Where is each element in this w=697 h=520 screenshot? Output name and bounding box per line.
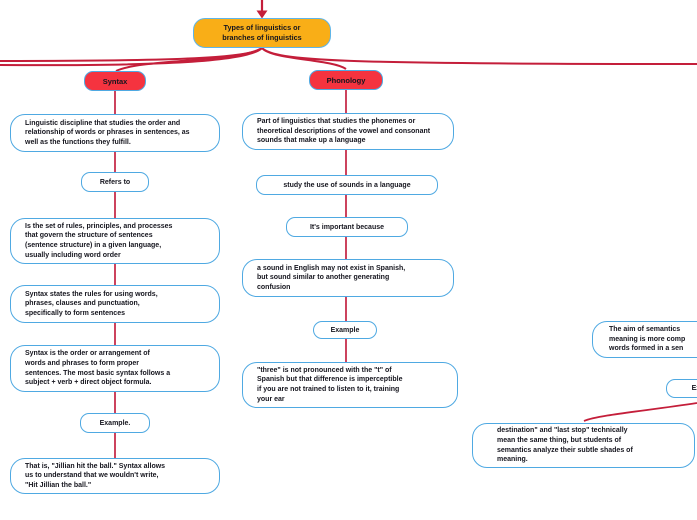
text-line: a sound in English may not exist in Span… xyxy=(257,264,406,272)
text-line: theoretical descriptions of the vowel an… xyxy=(257,127,431,135)
text-line: "three" is not pronounced with the "t" o… xyxy=(257,366,392,374)
text-line: sentences. The most basic syntax follows… xyxy=(25,369,171,377)
text-line: specifically to form sentences xyxy=(25,309,125,317)
node-phonology-example[interactable]: Example xyxy=(313,321,377,339)
pill-label: It's important because xyxy=(309,223,385,231)
text-line: if you are not trained to listen to it, … xyxy=(257,386,400,393)
connector-right-offscreen xyxy=(261,47,697,65)
text-line: confusion xyxy=(257,283,291,291)
node-branch-phonology[interactable]: Phonology xyxy=(309,70,383,90)
node-syntax-states-rules[interactable]: Syntax states the rules for using words,… xyxy=(10,285,220,323)
arrowhead-down-icon xyxy=(256,10,268,19)
text-line: The aim of semantics xyxy=(609,326,681,334)
pill-label: study the use of sounds in a language xyxy=(283,181,411,189)
pill-label: Example. xyxy=(99,419,131,427)
text-line: your ear xyxy=(257,395,285,403)
branch-label: Phonology xyxy=(326,75,366,85)
text-line: semantics analyze their subtle shades of xyxy=(497,446,633,454)
text-line: relationship of words or phrases in sent… xyxy=(25,129,190,137)
node-phonology-sound-spanish[interactable]: a sound in English may not exist in Span… xyxy=(242,259,454,297)
node-phonology-definition[interactable]: Part of linguistics that studies the pho… xyxy=(242,113,454,150)
text-line: that govern the structure of sentences xyxy=(25,232,153,240)
node-semantics-example[interactable]: Example xyxy=(666,379,697,398)
text-line: Is the set of rules, principles, and pro… xyxy=(25,222,173,230)
node-phonology-use-of-sounds[interactable]: study the use of sounds in a language xyxy=(256,175,438,195)
text-line: words and phrases to form proper xyxy=(25,359,139,367)
text-line: Linguistic discipline that studies the o… xyxy=(25,119,181,127)
pill-label: Refers to xyxy=(99,178,131,186)
node-syntax-order-arrangement[interactable]: Syntax is the order or arrangement of wo… xyxy=(10,345,220,392)
text-line: Spanish but that difference is impercept… xyxy=(257,376,403,384)
connector-left-offscreen-2 xyxy=(0,47,263,67)
text-line: mean the same thing, but students of xyxy=(497,436,622,444)
node-syntax-example[interactable]: Example. xyxy=(80,413,150,433)
pill-label: Example xyxy=(330,326,360,334)
text-line: meaning is more comp xyxy=(609,335,686,343)
node-syntax-rules[interactable]: Is the set of rules, principles, and pro… xyxy=(10,218,220,264)
text-line: destination" and "last stop" technically xyxy=(497,427,628,435)
node-phonology-important-because[interactable]: It's important because xyxy=(286,217,408,237)
text-line: words formed in a sen xyxy=(609,345,684,353)
node-root-types-of-linguistics[interactable]: Types of linguistics or branches of ling… xyxy=(193,18,331,48)
text-line: "Hit Jillian the ball." xyxy=(25,481,92,489)
connector-semantics-to-destination xyxy=(583,402,697,422)
node-phonology-three-example[interactable]: "three" is not pronounced with the "t" o… xyxy=(242,362,458,408)
text-line: Syntax states the rules for using words, xyxy=(25,290,158,298)
text-line: sounds that make up a language xyxy=(257,137,366,145)
node-syntax-definition[interactable]: Linguistic discipline that studies the o… xyxy=(10,114,220,152)
text-line: well as the functions they fulfill. xyxy=(25,138,131,146)
text-line: Part of linguistics that studies the pho… xyxy=(257,118,416,126)
text-line: Syntax is the order or arrangement of xyxy=(25,350,150,358)
text-line: That is, "Jillian hit the ball." Syntax … xyxy=(25,462,166,470)
node-semantics-aim[interactable]: The aim of semantics meaning is more com… xyxy=(592,321,697,358)
text-line: meaning. xyxy=(497,456,528,464)
text-line: phrases, clauses and punctuation, xyxy=(25,300,140,308)
pill-label: Example xyxy=(691,385,697,392)
connector-root-to-syntax xyxy=(115,47,263,72)
node-syntax-refers-to[interactable]: Refers to xyxy=(81,172,149,192)
text-line: branches of linguistics xyxy=(222,33,302,42)
text-line: us to understand that we wouldn't write, xyxy=(25,472,159,480)
node-syntax-jillian-example[interactable]: That is, "Jillian hit the ball." Syntax … xyxy=(10,458,220,494)
branch-label: Syntax xyxy=(102,76,128,86)
text-line: usually including word order xyxy=(25,251,121,259)
text-line: Types of linguistics or xyxy=(223,23,301,32)
node-branch-syntax[interactable]: Syntax xyxy=(84,71,146,91)
text-line: subject + verb + direct object formula. xyxy=(25,379,152,387)
text-line: but sound similar to another generating xyxy=(257,274,390,282)
node-semantics-destination-example[interactable]: destination" and "last stop" technically… xyxy=(472,423,695,468)
text-line: (sentence structure) in a given language… xyxy=(25,242,162,249)
